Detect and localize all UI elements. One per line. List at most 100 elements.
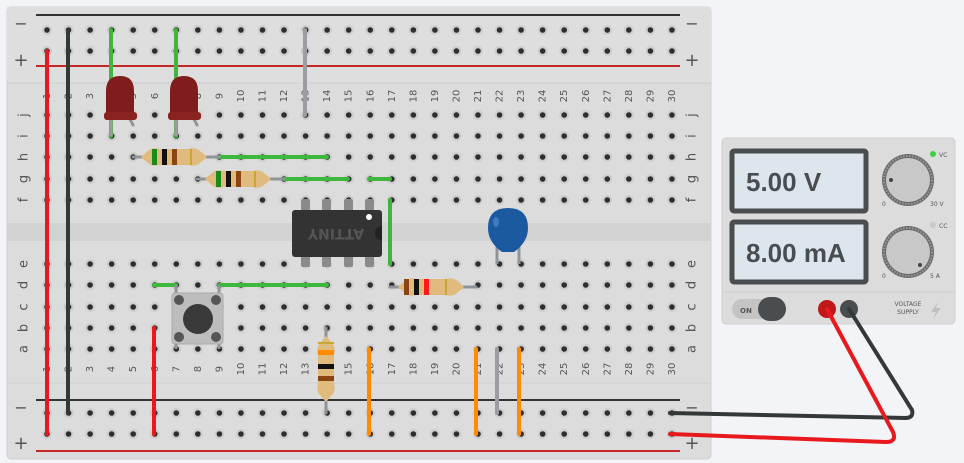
breadboard-hole[interactable] <box>580 174 591 184</box>
breadboard-hole[interactable] <box>494 152 505 162</box>
breadboard-hole[interactable] <box>106 152 117 162</box>
resistor-2[interactable] <box>195 170 286 188</box>
breadboard-hole[interactable] <box>645 131 656 141</box>
breadboard-hole[interactable] <box>473 152 483 162</box>
breadboard-hole[interactable] <box>602 152 613 162</box>
breadboard-hole[interactable] <box>386 131 397 141</box>
breadboard-hole[interactable] <box>128 344 139 354</box>
breadboard-hole[interactable] <box>494 25 505 35</box>
breadboard-hole[interactable] <box>537 408 548 418</box>
breadboard-hole[interactable] <box>537 344 548 354</box>
breadboard-hole[interactable] <box>279 429 290 439</box>
breadboard-hole[interactable] <box>106 408 117 418</box>
breadboard-hole[interactable] <box>300 302 311 312</box>
breadboard-hole[interactable] <box>128 429 139 439</box>
supply-lead-red[interactable] <box>668 307 897 445</box>
breadboard-hole[interactable] <box>429 302 440 312</box>
breadboard-hole[interactable] <box>666 110 677 120</box>
breadboard-hole[interactable] <box>429 429 440 439</box>
breadboard-hole[interactable] <box>128 174 139 184</box>
breadboard-hole[interactable] <box>128 280 139 290</box>
breadboard-hole[interactable] <box>602 323 613 333</box>
breadboard-hole[interactable] <box>559 46 570 56</box>
breadboard-hole[interactable] <box>516 302 527 312</box>
breadboard-hole[interactable] <box>279 25 290 35</box>
breadboard-hole[interactable] <box>602 174 613 184</box>
led-2[interactable] <box>168 76 201 136</box>
breadboard-hole[interactable] <box>666 344 677 354</box>
breadboard-hole[interactable] <box>386 323 397 333</box>
breadboard-hole[interactable] <box>666 259 677 269</box>
breadboard-hole[interactable] <box>623 280 634 290</box>
breadboard-hole[interactable] <box>451 174 462 184</box>
breadboard-hole[interactable] <box>537 323 548 333</box>
breadboard-hole[interactable] <box>106 344 117 354</box>
breadboard-hole[interactable] <box>343 131 354 141</box>
breadboard-hole[interactable] <box>429 152 440 162</box>
breadboard-hole[interactable] <box>322 429 333 439</box>
breadboard-hole[interactable] <box>666 131 677 141</box>
attiny-chip[interactable]: ATTINY <box>292 199 382 267</box>
breadboard-hole[interactable] <box>516 195 527 205</box>
breadboard-hole[interactable] <box>106 195 117 205</box>
breadboard-hole[interactable] <box>300 408 311 418</box>
breadboard-hole[interactable] <box>128 46 139 56</box>
breadboard-hole[interactable] <box>257 110 268 120</box>
breadboard-hole[interactable] <box>537 174 548 184</box>
breadboard-hole[interactable] <box>386 344 397 354</box>
breadboard-hole[interactable] <box>365 152 376 162</box>
breadboard-hole[interactable] <box>645 408 656 418</box>
breadboard-hole[interactable] <box>408 302 419 312</box>
breadboard-hole[interactable] <box>365 110 376 120</box>
breadboard-hole[interactable] <box>580 25 591 35</box>
push-button[interactable] <box>171 285 224 349</box>
breadboard-hole[interactable] <box>516 323 527 333</box>
breadboard-hole[interactable] <box>623 408 634 418</box>
breadboard-hole[interactable] <box>235 302 246 312</box>
breadboard-hole[interactable] <box>494 280 505 290</box>
breadboard-hole[interactable] <box>494 46 505 56</box>
breadboard-hole[interactable] <box>602 259 613 269</box>
breadboard-hole[interactable] <box>451 429 462 439</box>
breadboard-hole[interactable] <box>343 429 354 439</box>
breadboard-hole[interactable] <box>214 408 225 418</box>
current-knob[interactable] <box>882 226 934 278</box>
breadboard-hole[interactable] <box>128 195 139 205</box>
breadboard-hole[interactable] <box>408 25 419 35</box>
breadboard-hole[interactable] <box>235 110 246 120</box>
breadboard-hole[interactable] <box>516 46 527 56</box>
ceramic-capacitor[interactable] <box>488 208 528 264</box>
breadboard-hole[interactable] <box>429 323 440 333</box>
breadboard-hole[interactable] <box>580 344 591 354</box>
resistor-1[interactable] <box>131 148 221 166</box>
breadboard-hole[interactable] <box>451 408 462 418</box>
breadboard-hole[interactable] <box>429 174 440 184</box>
breadboard-hole[interactable] <box>494 302 505 312</box>
breadboard-hole[interactable] <box>343 344 354 354</box>
breadboard-hole[interactable] <box>408 195 419 205</box>
breadboard-hole[interactable] <box>602 25 613 35</box>
breadboard-hole[interactable] <box>279 46 290 56</box>
breadboard-hole[interactable] <box>235 46 246 56</box>
breadboard-hole[interactable] <box>279 131 290 141</box>
breadboard-hole[interactable] <box>149 259 160 269</box>
breadboard-hole[interactable] <box>171 195 182 205</box>
breadboard-hole[interactable] <box>451 152 462 162</box>
breadboard-hole[interactable] <box>128 131 139 141</box>
breadboard-hole[interactable] <box>451 302 462 312</box>
breadboard-hole[interactable] <box>602 429 613 439</box>
breadboard-hole[interactable] <box>429 195 440 205</box>
breadboard-hole[interactable] <box>537 429 548 439</box>
breadboard-hole[interactable] <box>279 408 290 418</box>
breadboard-hole[interactable] <box>386 110 397 120</box>
breadboard-hole[interactable] <box>85 25 96 35</box>
breadboard-hole[interactable] <box>149 25 160 35</box>
breadboard-hole[interactable] <box>214 131 225 141</box>
breadboard-hole[interactable] <box>623 110 634 120</box>
breadboard-hole[interactable] <box>429 131 440 141</box>
breadboard-hole[interactable] <box>451 131 462 141</box>
breadboard-hole[interactable] <box>343 280 354 290</box>
breadboard-hole[interactable] <box>451 323 462 333</box>
breadboard-hole[interactable] <box>623 302 634 312</box>
resistor-4[interactable] <box>317 326 335 415</box>
